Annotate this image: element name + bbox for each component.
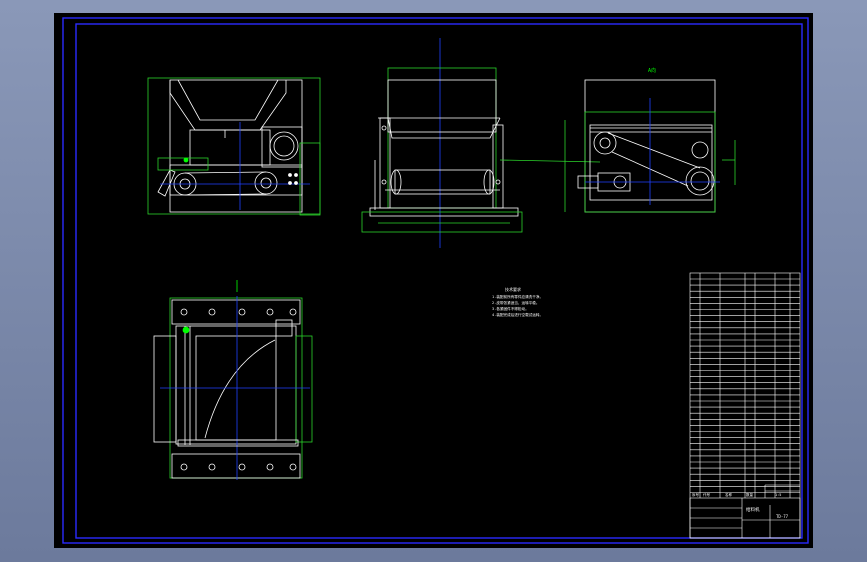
notes-line: 2.皮带张紧适当，运转平稳。 bbox=[492, 300, 539, 305]
outer-frame bbox=[62, 17, 809, 544]
parts-header-label: 代号 bbox=[703, 492, 711, 497]
title-drawing-name: 给料机 bbox=[746, 506, 760, 513]
technical-notes: 技术要求 1.装配前所有零件应清洗干净。 2.皮带张紧适当，运转平稳。 3.各紧… bbox=[492, 286, 543, 317]
parts-header-label: 序号 bbox=[692, 492, 700, 497]
front-view bbox=[147, 77, 321, 216]
side-view bbox=[361, 38, 601, 248]
parts-header-label: 数量 bbox=[746, 492, 754, 497]
parts-list bbox=[689, 272, 801, 539]
notes-line: 1.装配前所有零件应清洗干净。 bbox=[492, 294, 543, 299]
inner-frame bbox=[75, 23, 803, 539]
notes-title: 技术要求 bbox=[505, 286, 521, 292]
top-view bbox=[564, 79, 736, 213]
parts-header-label: 名称 bbox=[725, 492, 733, 497]
section-view bbox=[153, 280, 313, 480]
top-view-label: A向 bbox=[648, 67, 656, 74]
title-drawing-no: TD-77 bbox=[776, 514, 789, 519]
notes-line: 3.各紧固件不得松动。 bbox=[492, 306, 529, 311]
title-block bbox=[689, 484, 801, 539]
notes-line: 4.装配完成后进行空载试运转。 bbox=[492, 312, 543, 317]
title-scale: 1:5 bbox=[775, 493, 781, 497]
sheet-paper bbox=[54, 13, 813, 548]
